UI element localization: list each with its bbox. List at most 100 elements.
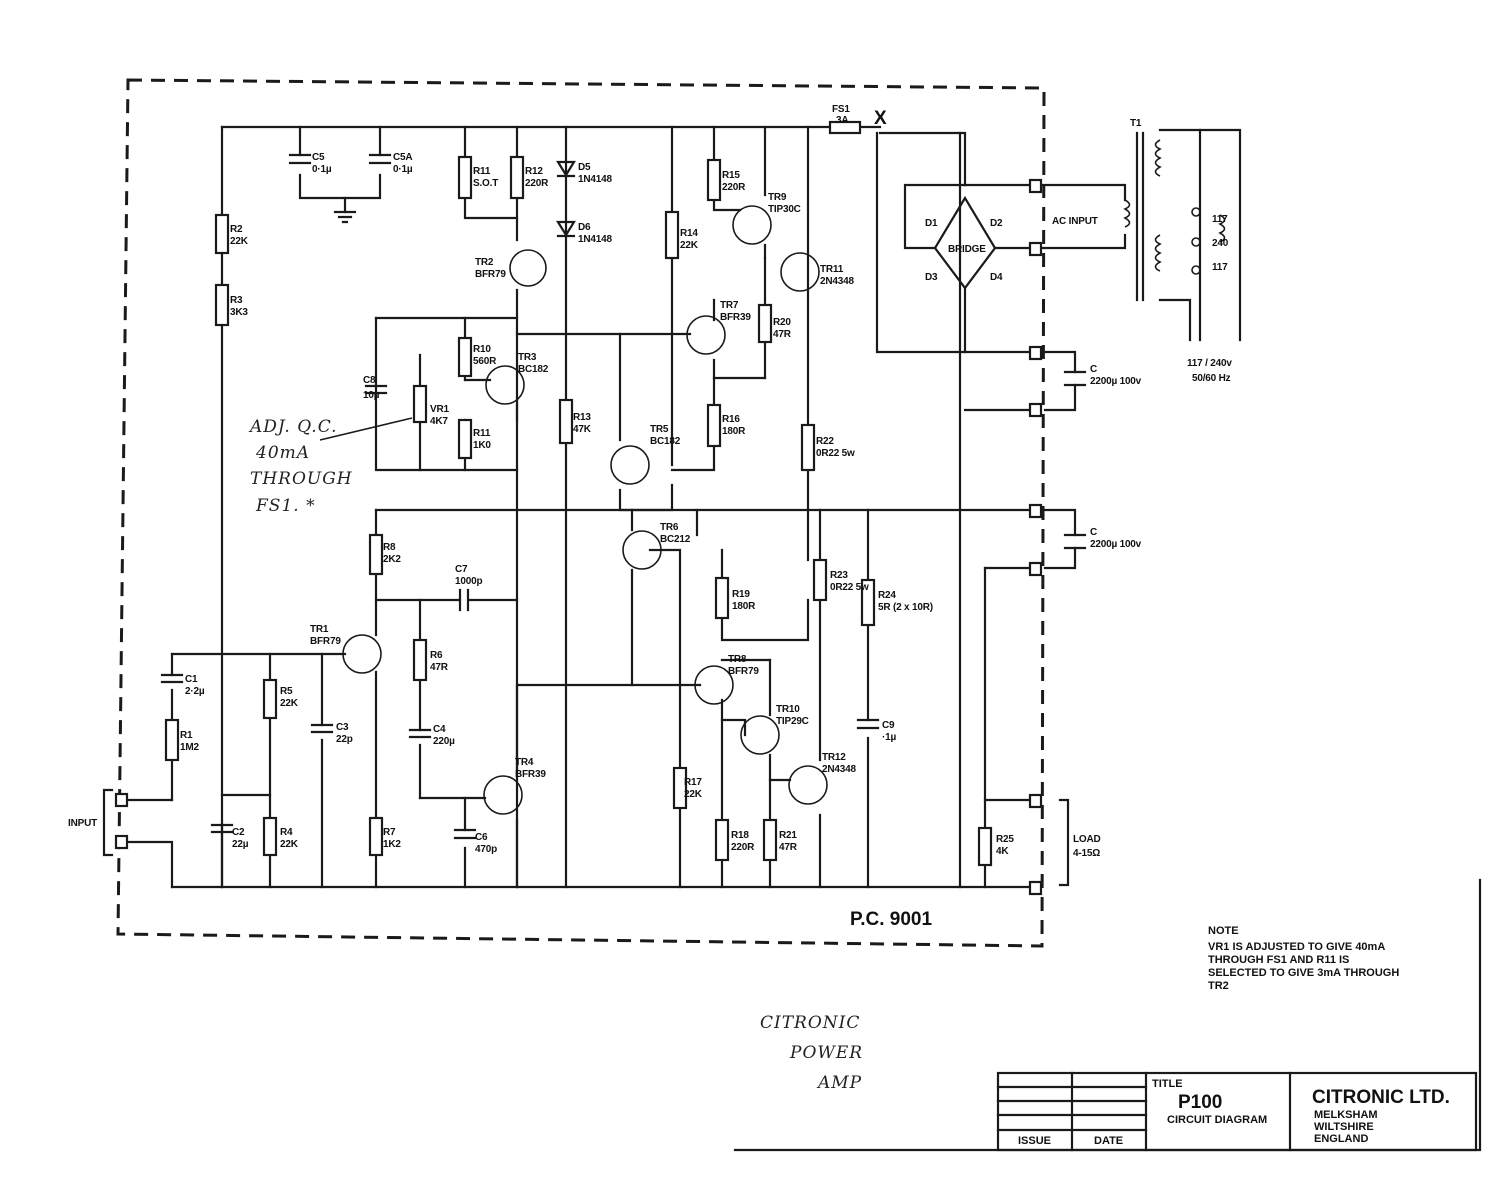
transistor-tr5 <box>610 445 650 485</box>
svg-text:C1: C1 <box>185 674 198 685</box>
svg-text:10µ: 10µ <box>363 390 380 401</box>
svg-text:ISSUE: ISSUE <box>1018 1135 1051 1147</box>
svg-text:VR1 IS ADJUSTED TO GIVE 40mA: VR1 IS ADJUSTED TO GIVE 40mA <box>1208 941 1385 953</box>
load-range-label: 4-15Ω <box>1073 848 1100 859</box>
svg-text:TR10: TR10 <box>776 704 800 715</box>
svg-text:WILTSHIRE: WILTSHIRE <box>1314 1121 1374 1133</box>
resistor-r23 <box>812 558 828 602</box>
svg-text:TR6: TR6 <box>660 522 679 533</box>
diode-d5 <box>556 160 576 178</box>
company-name: CITRONIC LTD. <box>1312 1087 1450 1108</box>
svg-text:1M2: 1M2 <box>180 742 199 753</box>
svg-text:C8: C8 <box>363 375 376 386</box>
resistors <box>164 120 993 867</box>
svg-text:TR12: TR12 <box>822 752 846 763</box>
svg-text:47R: 47R <box>773 329 792 340</box>
fuse-mark: X <box>874 108 887 129</box>
svg-text:R15: R15 <box>722 170 740 181</box>
svg-text:D5: D5 <box>578 162 591 173</box>
svg-text:BFR79: BFR79 <box>475 269 506 280</box>
svg-text:TR4: TR4 <box>515 757 534 768</box>
svg-text:CIRCUIT DIAGRAM: CIRCUIT DIAGRAM <box>1167 1114 1267 1126</box>
svg-text:1000p: 1000p <box>455 576 482 587</box>
resistor-r8 <box>368 533 384 576</box>
title-block: TITLE P100 CIRCUIT DIAGRAM CITRONIC LTD.… <box>733 878 1482 1152</box>
svg-text:220R: 220R <box>525 178 549 189</box>
svg-text:22K: 22K <box>684 789 703 800</box>
svg-text:C7: C7 <box>455 564 468 575</box>
svg-text:22µ: 22µ <box>232 839 249 850</box>
svg-text:R7: R7 <box>383 827 396 838</box>
capacitor-c6 <box>453 828 477 840</box>
wiring <box>102 125 1242 889</box>
terminal-10 <box>1028 880 1043 896</box>
resistor-r1k0 <box>457 418 473 460</box>
svg-text:TR3: TR3 <box>518 352 537 363</box>
svg-text:2K2: 2K2 <box>383 554 401 565</box>
transistor-tr8 <box>694 665 734 705</box>
svg-text:4K: 4K <box>996 846 1009 857</box>
resistor-r11 <box>457 155 473 200</box>
drawing-title: P100 <box>1178 1092 1222 1113</box>
svg-text:1K0: 1K0 <box>473 440 491 451</box>
board-label: P.C. 9001 <box>850 909 932 930</box>
terminal-1 <box>114 792 129 808</box>
terminal-5 <box>1028 345 1043 361</box>
transistor-tr1 <box>342 634 382 674</box>
svg-text:TR11: TR11 <box>820 264 844 275</box>
svg-text:22p: 22p <box>336 734 353 745</box>
svg-text:TR8: TR8 <box>728 654 747 665</box>
resistor-r24 <box>860 578 876 627</box>
svg-text:POWER: POWER <box>789 1043 863 1063</box>
svg-text:BFR39: BFR39 <box>720 312 751 323</box>
svg-text:FS1: FS1 <box>832 104 850 115</box>
resistor-r10 <box>457 336 473 378</box>
svg-text:220R: 220R <box>722 182 746 193</box>
capacitor-c5 <box>288 153 312 165</box>
transistor-tr7 <box>686 315 726 355</box>
svg-text:ENGLAND: ENGLAND <box>1314 1133 1368 1145</box>
capacitor-c2 <box>210 823 234 834</box>
svg-text:BC182: BC182 <box>650 436 681 447</box>
svg-text:BC182: BC182 <box>518 364 549 375</box>
svg-text:0R22 5w: 0R22 5w <box>816 448 855 459</box>
terminal-7 <box>1028 503 1043 519</box>
svg-text:2200µ 100v: 2200µ 100v <box>1090 376 1142 387</box>
resistor-r6 <box>412 638 428 682</box>
transistor-tr3 <box>485 365 525 405</box>
svg-text:R17: R17 <box>684 777 702 788</box>
svg-text:22K: 22K <box>230 236 249 247</box>
svg-text:TR2: TR2 <box>1208 980 1229 992</box>
svg-text:47R: 47R <box>779 842 798 853</box>
svg-text:117: 117 <box>1212 262 1228 273</box>
diode-d6 <box>556 220 576 238</box>
svg-text:2·2µ: 2·2µ <box>185 686 205 697</box>
transistor-tr2 <box>509 249 547 287</box>
svg-text:D4: D4 <box>990 272 1003 283</box>
input-label: INPUT <box>68 818 97 829</box>
svg-text:1N4148: 1N4148 <box>578 174 612 185</box>
svg-text:R19: R19 <box>732 589 750 600</box>
svg-text:BFR79: BFR79 <box>310 636 341 647</box>
svg-text:C: C <box>1090 364 1097 375</box>
svg-text:R12: R12 <box>525 166 543 177</box>
svg-text:R2: R2 <box>230 224 243 235</box>
terminals <box>114 178 1043 896</box>
svg-text:R10: R10 <box>473 344 491 355</box>
svg-text:C3: C3 <box>336 722 349 733</box>
capacitors <box>160 153 880 840</box>
svg-text:2200µ 100v: 2200µ 100v <box>1090 539 1142 550</box>
terminal-8 <box>1028 561 1043 577</box>
resistor-r19 <box>714 576 730 620</box>
svg-text:TR9: TR9 <box>768 192 787 203</box>
diodes <box>556 160 576 238</box>
transistor-tr11 <box>780 252 820 292</box>
handwritten-title: CITRONIC POWER AMP <box>760 1013 863 1093</box>
svg-text:220R: 220R <box>731 842 755 853</box>
transistor-tr4 <box>483 775 523 815</box>
svg-text:R22: R22 <box>816 436 834 447</box>
capacitor-c7 <box>458 588 470 612</box>
svg-text:BC212: BC212 <box>660 534 691 545</box>
svg-text:47K: 47K <box>573 424 592 435</box>
